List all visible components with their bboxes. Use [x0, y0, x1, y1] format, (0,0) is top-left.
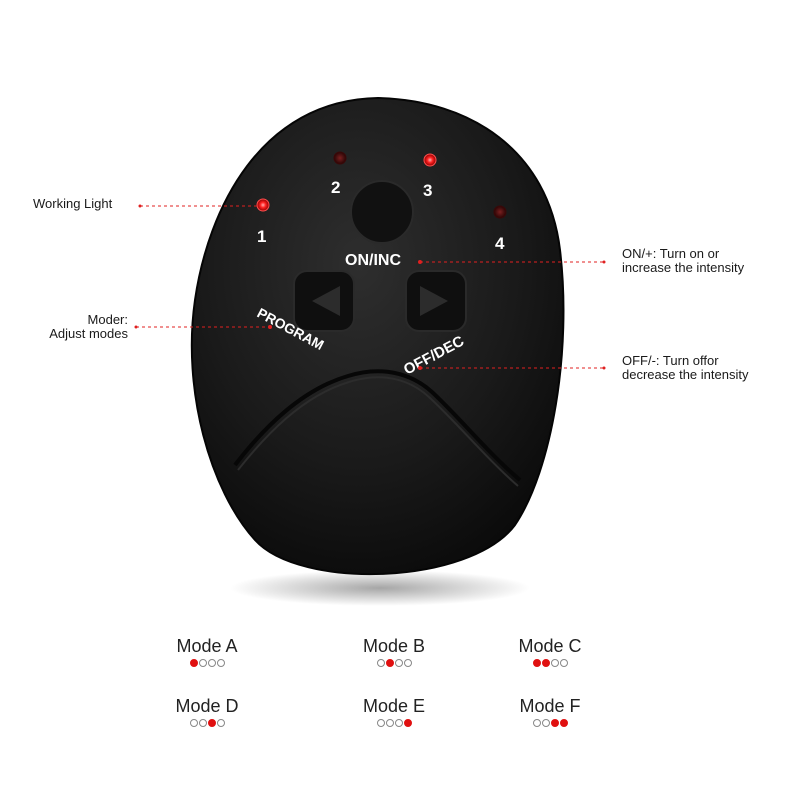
- working-light-text: Working Light: [33, 196, 113, 211]
- callout-moder: [134, 325, 272, 329]
- mode-name: Mode A: [176, 636, 238, 656]
- working-light-label: Working Light: [33, 197, 112, 211]
- mode-dots: [152, 659, 262, 667]
- moder-label-line2: Adjust modes: [49, 326, 128, 341]
- mode-dot-off: [376, 659, 385, 667]
- indicator-number-1: 1: [257, 227, 266, 246]
- mode-dot-off: [376, 719, 385, 727]
- mode-dot-on: [550, 719, 559, 727]
- mode-dots: [495, 719, 605, 727]
- mode-a: Mode A: [152, 636, 262, 667]
- callout-working-light: [138, 204, 257, 208]
- mode-dots: [495, 659, 605, 667]
- on-inc-callout-line1: ON/+: Turn on or: [622, 246, 720, 261]
- mode-dot-off: [394, 659, 403, 667]
- mode-dot-off: [198, 659, 207, 667]
- off-dec-button[interactable]: [405, 270, 467, 332]
- mode-dot-off: [532, 719, 541, 727]
- mode-dot-off: [216, 719, 225, 727]
- mode-dot-off: [550, 659, 559, 667]
- callout-on-inc: [418, 260, 606, 264]
- mode-dot-on: [189, 659, 198, 667]
- off-dec-callout-label: OFF/-: Turn offor decrease the intensity: [622, 354, 748, 382]
- device-shadow: [230, 570, 530, 606]
- off-dec-callout-line1: OFF/-: Turn offor: [622, 353, 719, 368]
- mode-e: Mode E: [339, 696, 449, 727]
- mode-dot-off: [207, 659, 216, 667]
- mode-f: Mode F: [495, 696, 605, 727]
- center-round-button[interactable]: [350, 180, 414, 244]
- arrow-right-icon: [420, 286, 448, 316]
- mode-dot-off: [403, 659, 412, 667]
- indicator-number-2: 2: [331, 178, 340, 197]
- moder-label-line1: Moder:: [87, 312, 128, 327]
- mode-name: Mode D: [175, 696, 239, 716]
- mode-dot-on: [559, 719, 568, 727]
- device-lip-highlight: [237, 376, 519, 487]
- on-inc-callout-label: ON/+: Turn on or increase the intensity: [622, 247, 744, 275]
- mode-dot-off: [394, 719, 403, 727]
- arrow-left-icon: [312, 286, 340, 316]
- mode-d: Mode D: [152, 696, 262, 727]
- mode-name: Mode B: [362, 636, 426, 656]
- mode-name: Mode C: [518, 636, 582, 656]
- led-indicator-3: [423, 153, 437, 167]
- mode-dot-off: [189, 719, 198, 727]
- mode-dot-off: [385, 719, 394, 727]
- mode-b: Mode B: [339, 636, 449, 667]
- led-indicator-2: [333, 151, 347, 165]
- callout-off-dec: [418, 366, 606, 370]
- mode-name: Mode F: [519, 696, 581, 716]
- mode-name: Mode E: [362, 696, 426, 716]
- led-indicator-4: [493, 205, 507, 219]
- mode-dot-off: [559, 659, 568, 667]
- device-body: [190, 96, 565, 576]
- mode-dots: [339, 719, 449, 727]
- mode-dot-on: [403, 719, 412, 727]
- device-lip: [233, 369, 522, 482]
- mode-dot-on: [541, 659, 550, 667]
- indicator-number-3: 3: [423, 181, 432, 200]
- program-button[interactable]: [293, 270, 355, 332]
- mode-dot-off: [216, 659, 225, 667]
- indicator-number-4: 4: [495, 234, 505, 253]
- led-indicator-1: [256, 198, 270, 212]
- moder-label: Moder: Adjust modes: [49, 312, 128, 341]
- mode-dot-off: [198, 719, 207, 727]
- mode-dot-on: [532, 659, 541, 667]
- mode-dots: [152, 719, 262, 727]
- mode-c: Mode C: [495, 636, 605, 667]
- on-inc-callout-line2: increase the intensity: [622, 260, 745, 275]
- mode-dot-off: [541, 719, 550, 727]
- off-dec-callout-line2: decrease the intensity: [622, 367, 749, 382]
- mode-dot-on: [207, 719, 216, 727]
- mode-dots: [339, 659, 449, 667]
- mode-dot-on: [385, 659, 394, 667]
- on-inc-label: ON/INC: [345, 252, 401, 269]
